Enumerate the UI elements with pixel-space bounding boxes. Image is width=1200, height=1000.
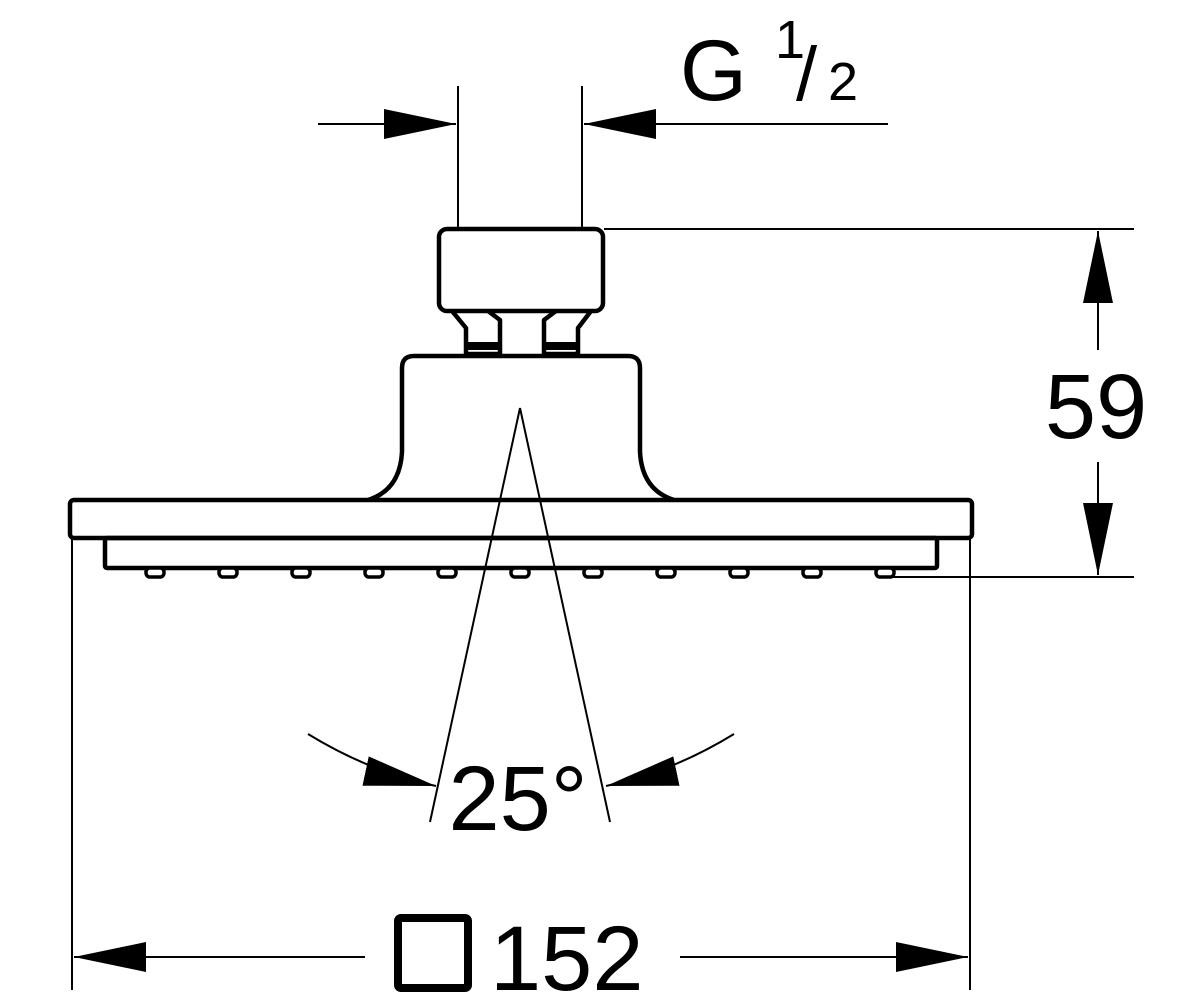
thread-label: G 1 / 2	[680, 10, 858, 119]
height-dimension	[604, 228, 1134, 578]
nozzle	[144, 566, 166, 579]
spray-cone	[429, 407, 611, 823]
shower-head	[67, 226, 975, 571]
angle-arc-left	[307, 733, 437, 787]
thread-denominator: 2	[828, 52, 858, 112]
nozzle	[290, 566, 312, 579]
nozzle	[655, 566, 677, 579]
thread-numerator: 1	[775, 10, 805, 70]
thread-prefix: G	[680, 23, 747, 119]
thread-dimension	[318, 86, 888, 228]
spray-line-right	[519, 407, 611, 823]
nozzle	[363, 566, 385, 579]
connector-block	[436, 226, 606, 314]
spray-angle-label: 25°	[448, 748, 587, 850]
hub	[367, 353, 675, 503]
angle-arc-right	[605, 733, 735, 787]
nozzle	[217, 566, 239, 579]
thread-slash: /	[796, 32, 818, 117]
width-label: 152	[490, 908, 644, 1000]
nozzle	[436, 566, 458, 579]
nozzle	[801, 566, 823, 579]
nozzle	[728, 566, 750, 579]
nozzle	[874, 566, 896, 579]
nozzle-row	[144, 566, 896, 579]
nozzle-face	[102, 535, 940, 571]
height-label: 59	[1045, 356, 1147, 458]
width-dimension	[71, 538, 971, 990]
spray-line-left	[429, 407, 521, 823]
angle-dimension	[307, 733, 735, 787]
plate	[67, 497, 975, 541]
nozzle	[582, 566, 604, 579]
square-symbol-icon	[394, 914, 472, 992]
nozzle	[509, 566, 531, 579]
